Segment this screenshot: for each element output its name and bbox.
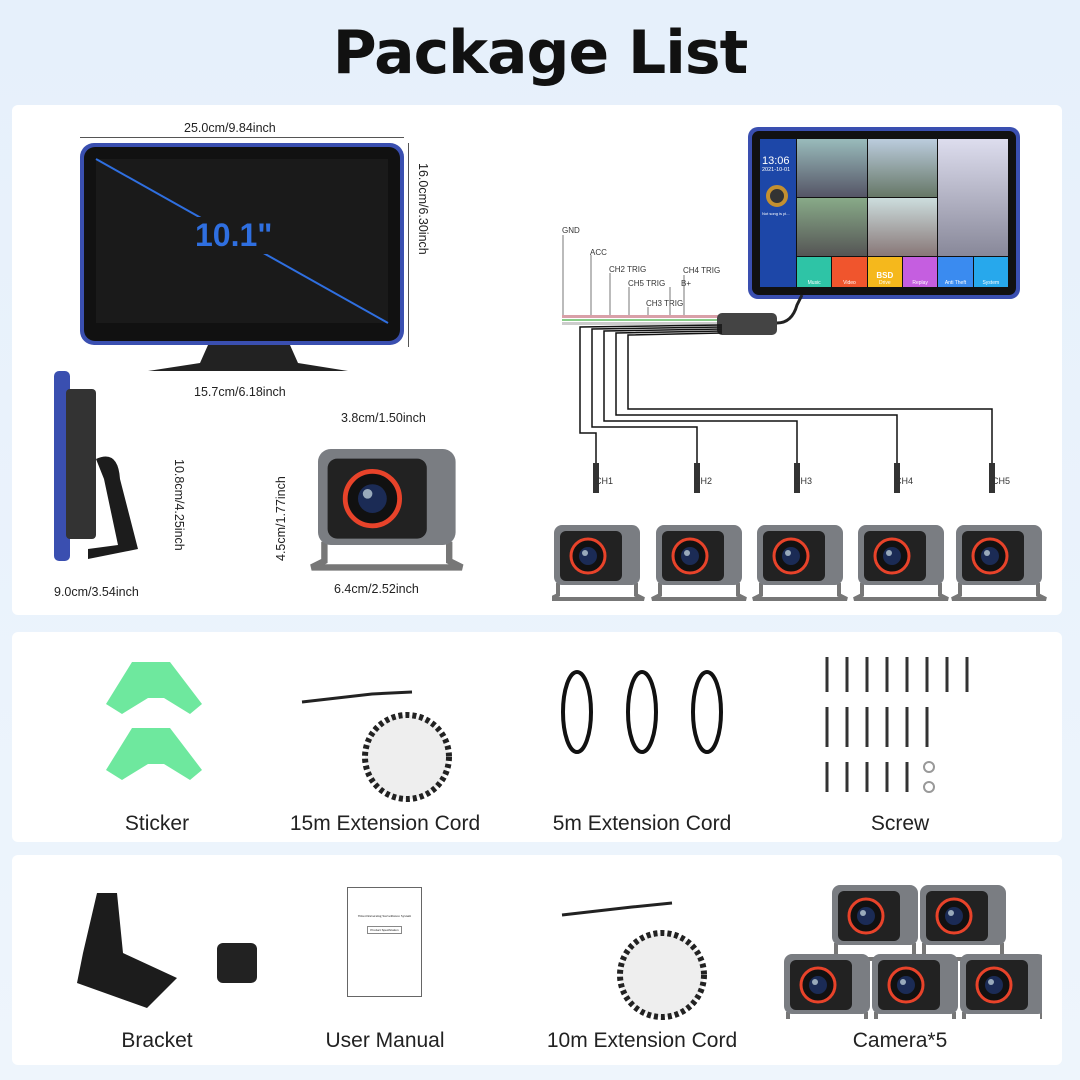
monitor-front-image [80, 143, 404, 371]
item-label-user-manual: User Manual [325, 1029, 445, 1052]
manual-heading: Wired Reversing Surveillance System [357, 914, 412, 918]
user-manual-image: Wired Reversing Surveillance System Prod… [347, 887, 422, 997]
date: 2021-10-01 [762, 167, 791, 173]
channel-label-ch1: CH1 [595, 476, 614, 486]
dimension-line [408, 143, 409, 347]
page-title: Package List [332, 18, 749, 88]
wiring-diagram [552, 235, 1048, 601]
item-label-15m-cord: 15m Extension Cord [289, 812, 481, 835]
time: 13:06 [762, 155, 790, 167]
accessories-panel-1: Sticker 15m Extension Cord 5m Extension … [12, 632, 1062, 842]
camera-image [304, 443, 474, 583]
side-height-label: 10.8cm/4.25inch [172, 459, 186, 551]
screw-image [825, 657, 969, 793]
sticker-image [106, 662, 202, 780]
wire-label-b-plus: B+ [681, 279, 692, 288]
app-system[interactable]: System [973, 257, 1008, 287]
dimension-line [80, 137, 404, 138]
app-anti-theft[interactable]: Anti Theft [938, 257, 973, 287]
monitor-with-ui: 13:06 2021-10-01 Not song is pl... Music… [748, 127, 1020, 299]
monitor-height-label: 16.0cm/6.30inch [416, 163, 430, 255]
wire-label-ch2: CH2 TRIG [609, 265, 647, 274]
item-label-screw: Screw [870, 812, 930, 835]
camera-width-top-label: 3.8cm/1.50inch [341, 411, 426, 425]
monitor-width-label: 25.0cm/9.84inch [184, 121, 276, 135]
monitor-side-image [54, 371, 138, 561]
clock-widget: 13:06 2021-10-01 Not song is pl... [760, 139, 796, 287]
dimensions-panel: 25.0cm/9.84inch 10.1" 16.0cm/6.30inch 15… [12, 105, 1062, 615]
cord-10m-image [561, 901, 707, 1020]
item-label-5m-cord: 5m Extension Cord [552, 812, 732, 835]
cord-15m-image [301, 690, 452, 802]
item-label-sticker: Sticker [124, 812, 190, 835]
item-label-10m-cord: 10m Extension Cord [546, 1029, 738, 1052]
item-label-camera: Camera*5 [852, 1029, 948, 1052]
accessories-panel-2: Wired Reversing Surveillance System Prod… [12, 855, 1062, 1065]
screen-size-label: 10.1" [195, 217, 273, 254]
side-depth-label: 9.0cm/3.54inch [54, 585, 139, 599]
camera-width-bottom-label: 6.4cm/2.52inch [334, 582, 419, 596]
cord-5m-image [561, 670, 723, 754]
wire-label-ch3: CH3 TRIG [646, 299, 684, 308]
manual-subheading: Product Specification [367, 926, 402, 934]
item-label-bracket: Bracket [121, 1029, 193, 1052]
app-music[interactable]: Music [797, 257, 832, 287]
channel-label-ch4: CH4 [895, 476, 914, 486]
channel-label-ch5: CH5 [992, 476, 1011, 486]
song: Not song is pl... [762, 211, 790, 216]
bracket-image [77, 893, 257, 1008]
wire-label-ch5: CH5 TRIG [628, 279, 666, 288]
app-video[interactable]: Video [832, 257, 867, 287]
stand-width-label: 15.7cm/6.18inch [194, 385, 286, 399]
channel-label-ch2: CH2 [694, 476, 713, 486]
channel-label-ch3: CH3 [794, 476, 813, 486]
wire-label-gnd: GND [562, 226, 580, 235]
cameras-image [778, 883, 1042, 1019]
wire-label-acc: ACC [590, 248, 607, 257]
camera-height-label: 4.5cm/1.77inch [274, 476, 288, 561]
app-replay[interactable]: Replay [902, 257, 938, 287]
wire-label-ch4: CH4 TRIG [683, 266, 721, 275]
